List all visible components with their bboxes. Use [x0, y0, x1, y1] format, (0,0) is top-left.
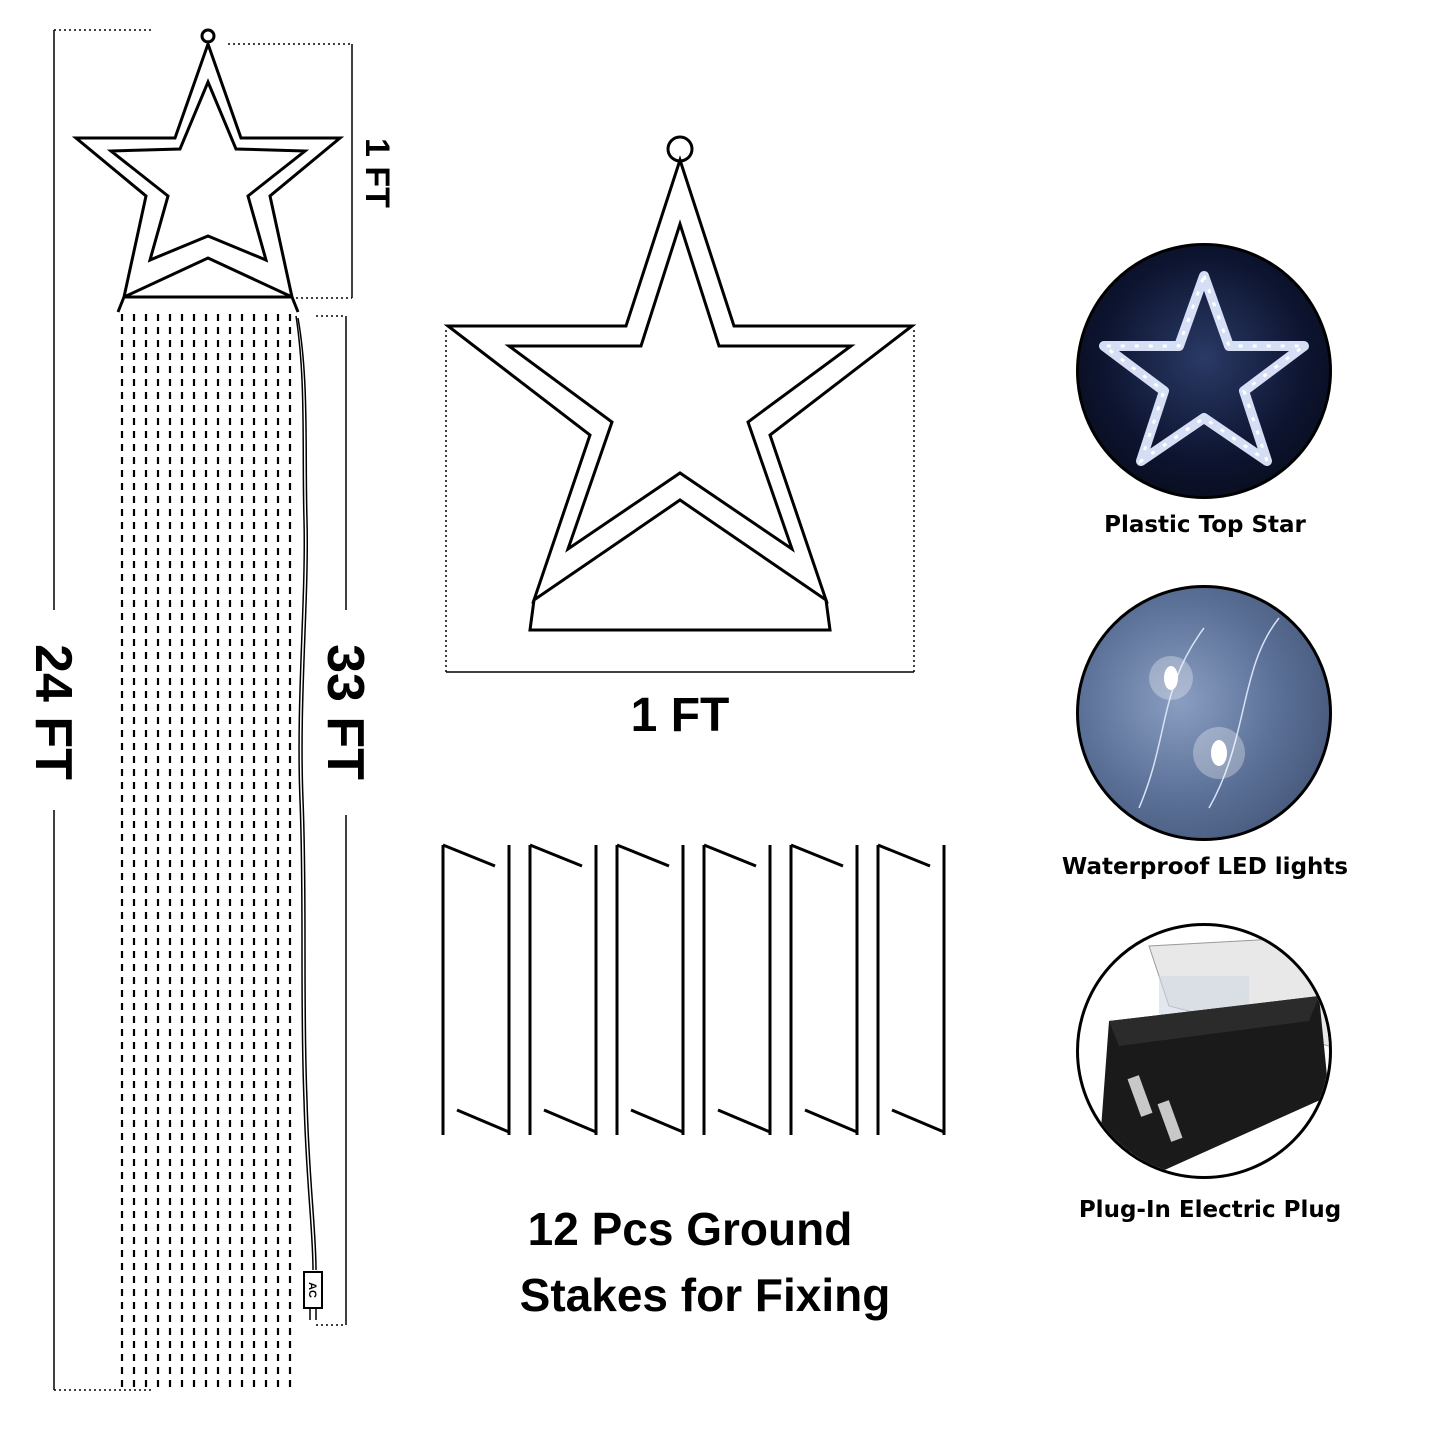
ground-stake	[702, 843, 772, 1135]
ac-plug-box: AC	[303, 1271, 323, 1320]
ground-stake	[441, 843, 511, 1135]
ground-stake	[528, 843, 598, 1135]
power-adapter-photo-icon	[1076, 923, 1332, 1179]
led-star-photo-icon	[1076, 243, 1332, 499]
feature-label-top-star: Plastic Top Star	[1104, 512, 1306, 538]
dimension-lines	[53, 29, 915, 1391]
ground-stake	[876, 843, 946, 1135]
stakes-caption-line1: 12 Pcs Ground	[527, 1203, 853, 1255]
ground-stakes	[441, 843, 946, 1135]
ground-stake	[615, 843, 685, 1135]
power-cable	[295, 315, 317, 1271]
star-width-label: 1 FT	[630, 689, 730, 742]
stakes-caption-line2: Stakes for Fixing	[519, 1269, 891, 1321]
ac-label: AC	[306, 1282, 318, 1298]
star-height-label: 1 FT	[358, 138, 396, 208]
feature-label-led-lights: Waterproof LED lights	[1061, 854, 1349, 880]
strand-length-label: 33 FT	[316, 644, 374, 780]
height-dimension-label: 24 FT	[24, 644, 82, 780]
large-star-drawing	[443, 135, 917, 632]
light-strands	[120, 314, 292, 1390]
small-star-drawing	[71, 28, 345, 313]
led-wire-photo-icon	[1076, 585, 1332, 841]
ground-stake	[789, 843, 859, 1135]
feature-label-plug: Plug-In Electric Plug	[1078, 1197, 1342, 1223]
